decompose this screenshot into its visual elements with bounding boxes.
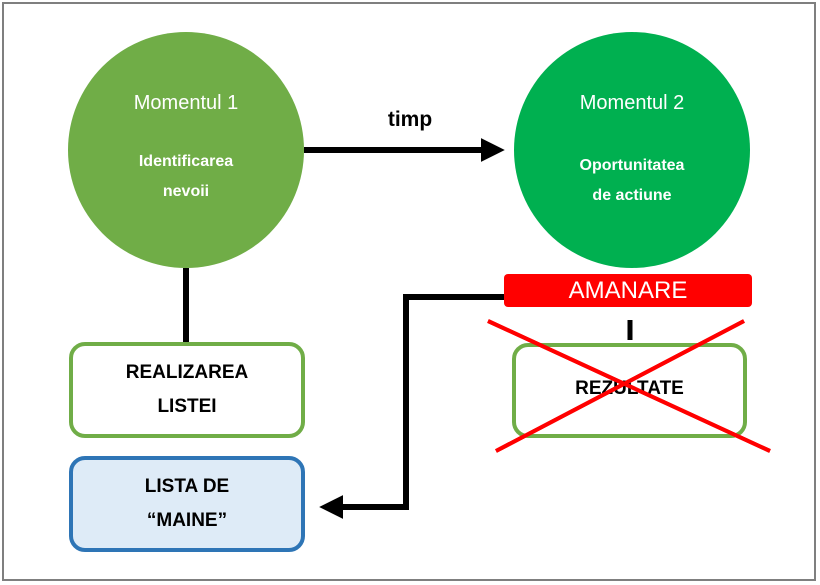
postpone-arrow [319, 294, 505, 519]
box-list-line1: REALIZAREA [125, 362, 249, 383]
moment2-subtitle-line1: Oportunitatea [579, 157, 685, 174]
box-list-line2: LISTEI [157, 396, 217, 417]
postpone-label: AMANARE [568, 276, 688, 304]
box-tomorrow-line1: LISTA DE [144, 476, 230, 497]
moment2-circle [514, 32, 750, 268]
moment1-circle [68, 32, 304, 268]
box-tomorrow-line2: “MAINE” [146, 510, 228, 531]
time-label: timp [387, 108, 433, 131]
moment1-title: Momentul 1 [133, 91, 239, 114]
box-list-realization [69, 342, 305, 438]
postpone-bar [504, 274, 752, 307]
moment1-subtitle-line2: nevoii [162, 183, 210, 200]
moment2-title: Momentul 2 [579, 91, 685, 114]
moment1-subtitle-line1: Identificarea [138, 153, 234, 170]
moment2-subtitle-line2: de actiune [592, 187, 672, 204]
results-label: REZULTATE [575, 378, 684, 399]
box-tomorrow-list [69, 456, 305, 552]
